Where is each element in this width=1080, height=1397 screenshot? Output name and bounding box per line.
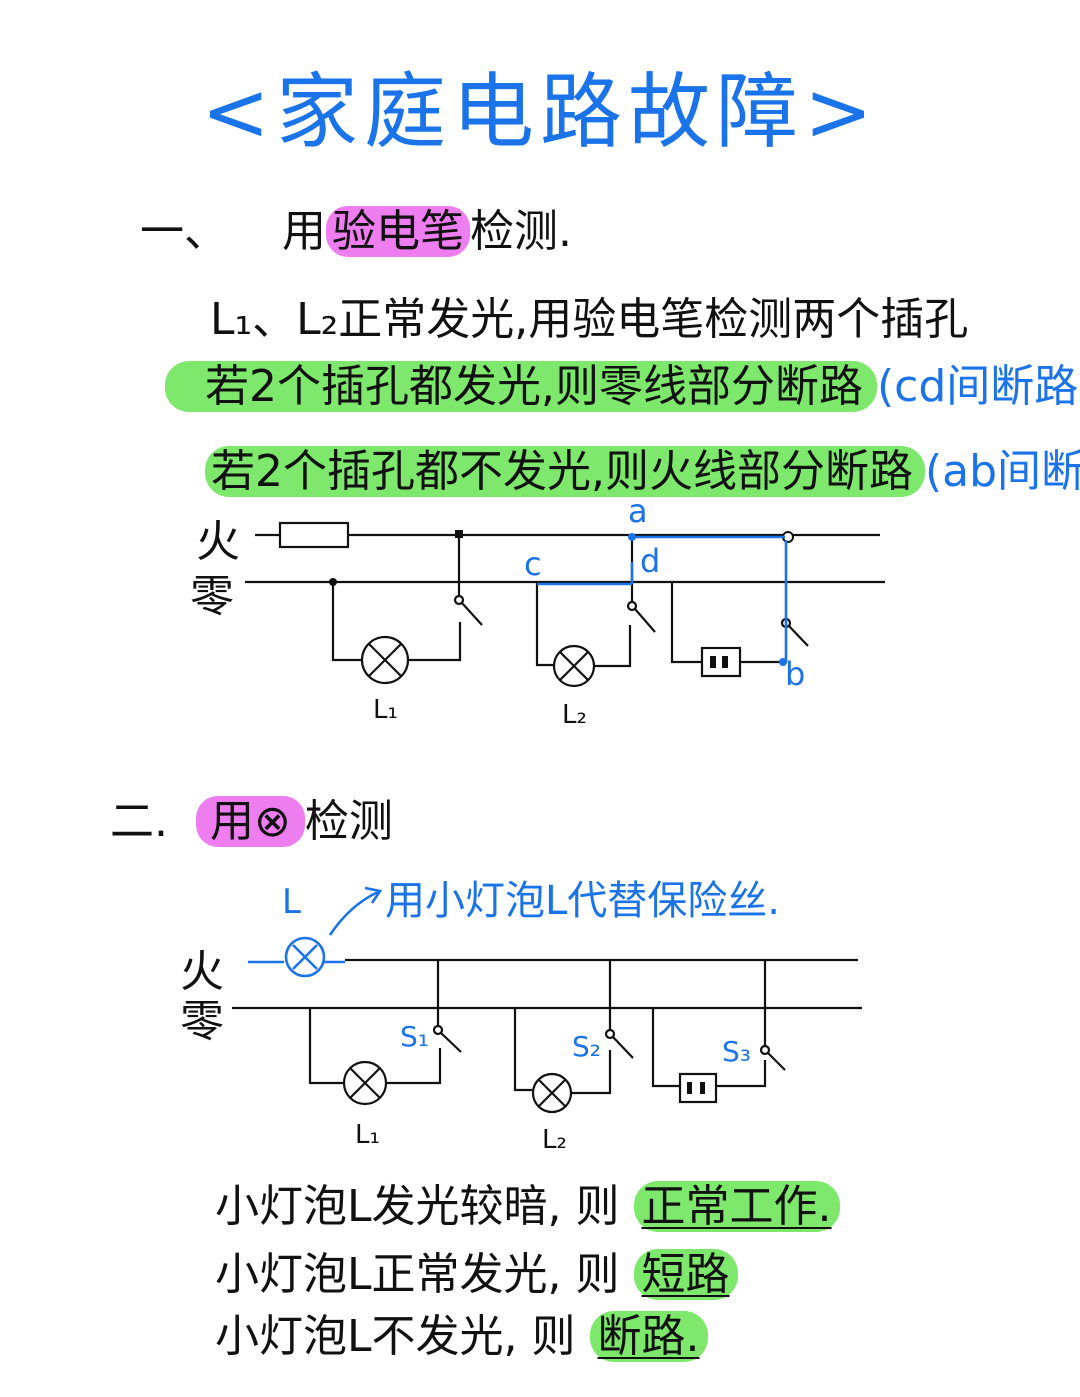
conclusion-row-1: 小灯泡L发光较暗, 则 正常工作. [215, 1170, 840, 1234]
section1-line1: L₁、L₂正常发光,用验电笔检测两个插孔 [210, 294, 969, 345]
section1-line2: 若2个插孔都发光,则零线部分断路(cd间断路) [165, 350, 1080, 414]
section1-highlight: 验电笔 [326, 206, 470, 257]
socket-hole [722, 656, 728, 668]
section1-number: 一、 [140, 206, 228, 257]
conclusion-row-2: 小灯泡L正常发光, 则 短路 [215, 1238, 738, 1302]
conclusion-3-condition: 小灯泡L不发光, [215, 1311, 518, 1362]
conclusion-2-prefix: 则 [575, 1249, 620, 1300]
d1-branch1-wire [331, 582, 362, 662]
d2-socket-wire [651, 1008, 680, 1088]
switch-blade [440, 1032, 462, 1053]
lamp-cross [559, 651, 589, 681]
d1-live-label: 火 [196, 516, 240, 567]
fuse-icon [278, 521, 350, 549]
d1-lamp-label-2: L₂ [562, 700, 587, 730]
conclusion-2-condition: 小灯泡L正常发光, [215, 1249, 562, 1300]
section2-prefix: 用 [210, 796, 254, 847]
section1-line3: 若2个插孔都不发光,则火线部分断路(ab间断) [205, 435, 1080, 499]
conclusion-1-result: 正常工作. [633, 1181, 840, 1232]
lamp-symbol-icon: ⊗ [254, 796, 291, 847]
lamp-cross [368, 643, 402, 677]
d2-branch1-return [386, 1048, 442, 1085]
section1-heading: 一、 用验电笔检测. [140, 195, 572, 259]
d1-point-c: c [524, 545, 542, 583]
socket-icon [700, 646, 742, 678]
d2-lamp-label-1: L₁ [355, 1120, 380, 1150]
switch-icon [604, 1028, 616, 1040]
d2-branch2-return [571, 1050, 612, 1095]
d1-junction [455, 530, 463, 538]
section1-prefix: 用 [282, 206, 326, 257]
switch-blade [788, 625, 809, 647]
socket-icon [678, 1072, 718, 1104]
conclusion-3-result: 断路. [589, 1311, 708, 1362]
d1-socket-wire [670, 582, 702, 664]
switch-blade [634, 608, 656, 633]
d1-point-a-dot [628, 533, 636, 541]
d1-point-a: a [628, 492, 648, 530]
d2-live-label: 火 [180, 946, 224, 997]
d2-switch-label-3: S₃ [722, 1035, 751, 1068]
section2-highlight: 用⊗ [196, 796, 305, 847]
switch-icon [626, 600, 638, 612]
line3-note: (ab间断) [924, 446, 1080, 497]
d2-branch1-wire [308, 1008, 344, 1085]
line2-note: (cd间断路) [876, 361, 1080, 412]
test-lamp-icon [284, 936, 326, 978]
page-title: <家庭电路故障> [201, 65, 879, 160]
d1-branch2-wire [535, 582, 553, 667]
socket-hole [700, 1082, 705, 1094]
d2-neutral-label: 零 [180, 996, 224, 1047]
d2-note-label: L [282, 882, 301, 922]
socket-hole [687, 1082, 692, 1094]
d1-branch2-return [594, 625, 632, 668]
switch-blade [767, 1052, 786, 1071]
arrow-icon [328, 890, 379, 936]
diagram2-circuit [232, 886, 862, 1114]
switch-icon [453, 594, 465, 606]
socket-hole [710, 656, 716, 668]
arrow-head [364, 886, 383, 904]
section1-suffix: 检测. [470, 206, 572, 257]
line3-main: 若2个插孔都不发光,则火线部分断路 [205, 446, 925, 497]
d2-branch2-wire [513, 1008, 532, 1092]
line2-main: 若2个插孔都发光,则零线部分断路 [165, 361, 877, 412]
switch-blade [461, 602, 483, 626]
diagram1-circuit [245, 521, 885, 688]
section2-heading: 二. 用⊗检测 [110, 785, 393, 849]
lamp-cross [538, 1079, 566, 1107]
switch-icon [432, 1024, 444, 1036]
d2-switch-label-2: S₂ [572, 1030, 601, 1063]
d1-point-b-dot [779, 658, 787, 666]
d2-note-text: 用小灯泡L代替保险丝. [385, 878, 780, 924]
d1-branch1-return [408, 622, 462, 662]
d2-switch-label-1: S₁ [400, 1020, 429, 1053]
d2-lamp-label-2: L₂ [542, 1125, 567, 1155]
section2-suffix: 检测 [304, 796, 393, 847]
conclusion-1-prefix: 则 [575, 1181, 620, 1232]
d2-socket-return [716, 1060, 767, 1088]
lamp-cross [292, 944, 318, 970]
d1-point-d: d [640, 542, 661, 580]
conclusion-2-result: 短路 [633, 1249, 738, 1300]
d1-point-b: b [785, 655, 806, 693]
d1-neutral-label: 零 [190, 571, 234, 622]
switch-blade [612, 1036, 634, 1059]
d1-lamp-label-1: L₁ [373, 695, 398, 725]
conclusion-3-prefix: 则 [531, 1311, 576, 1362]
lamp-cross [349, 1067, 381, 1099]
section2-number: 二. [110, 796, 168, 847]
conclusion-row-3: 小灯泡L不发光, 则 断路. [215, 1300, 708, 1364]
switch-icon [759, 1044, 771, 1056]
conclusion-1-condition: 小灯泡L发光较暗, [215, 1181, 562, 1232]
